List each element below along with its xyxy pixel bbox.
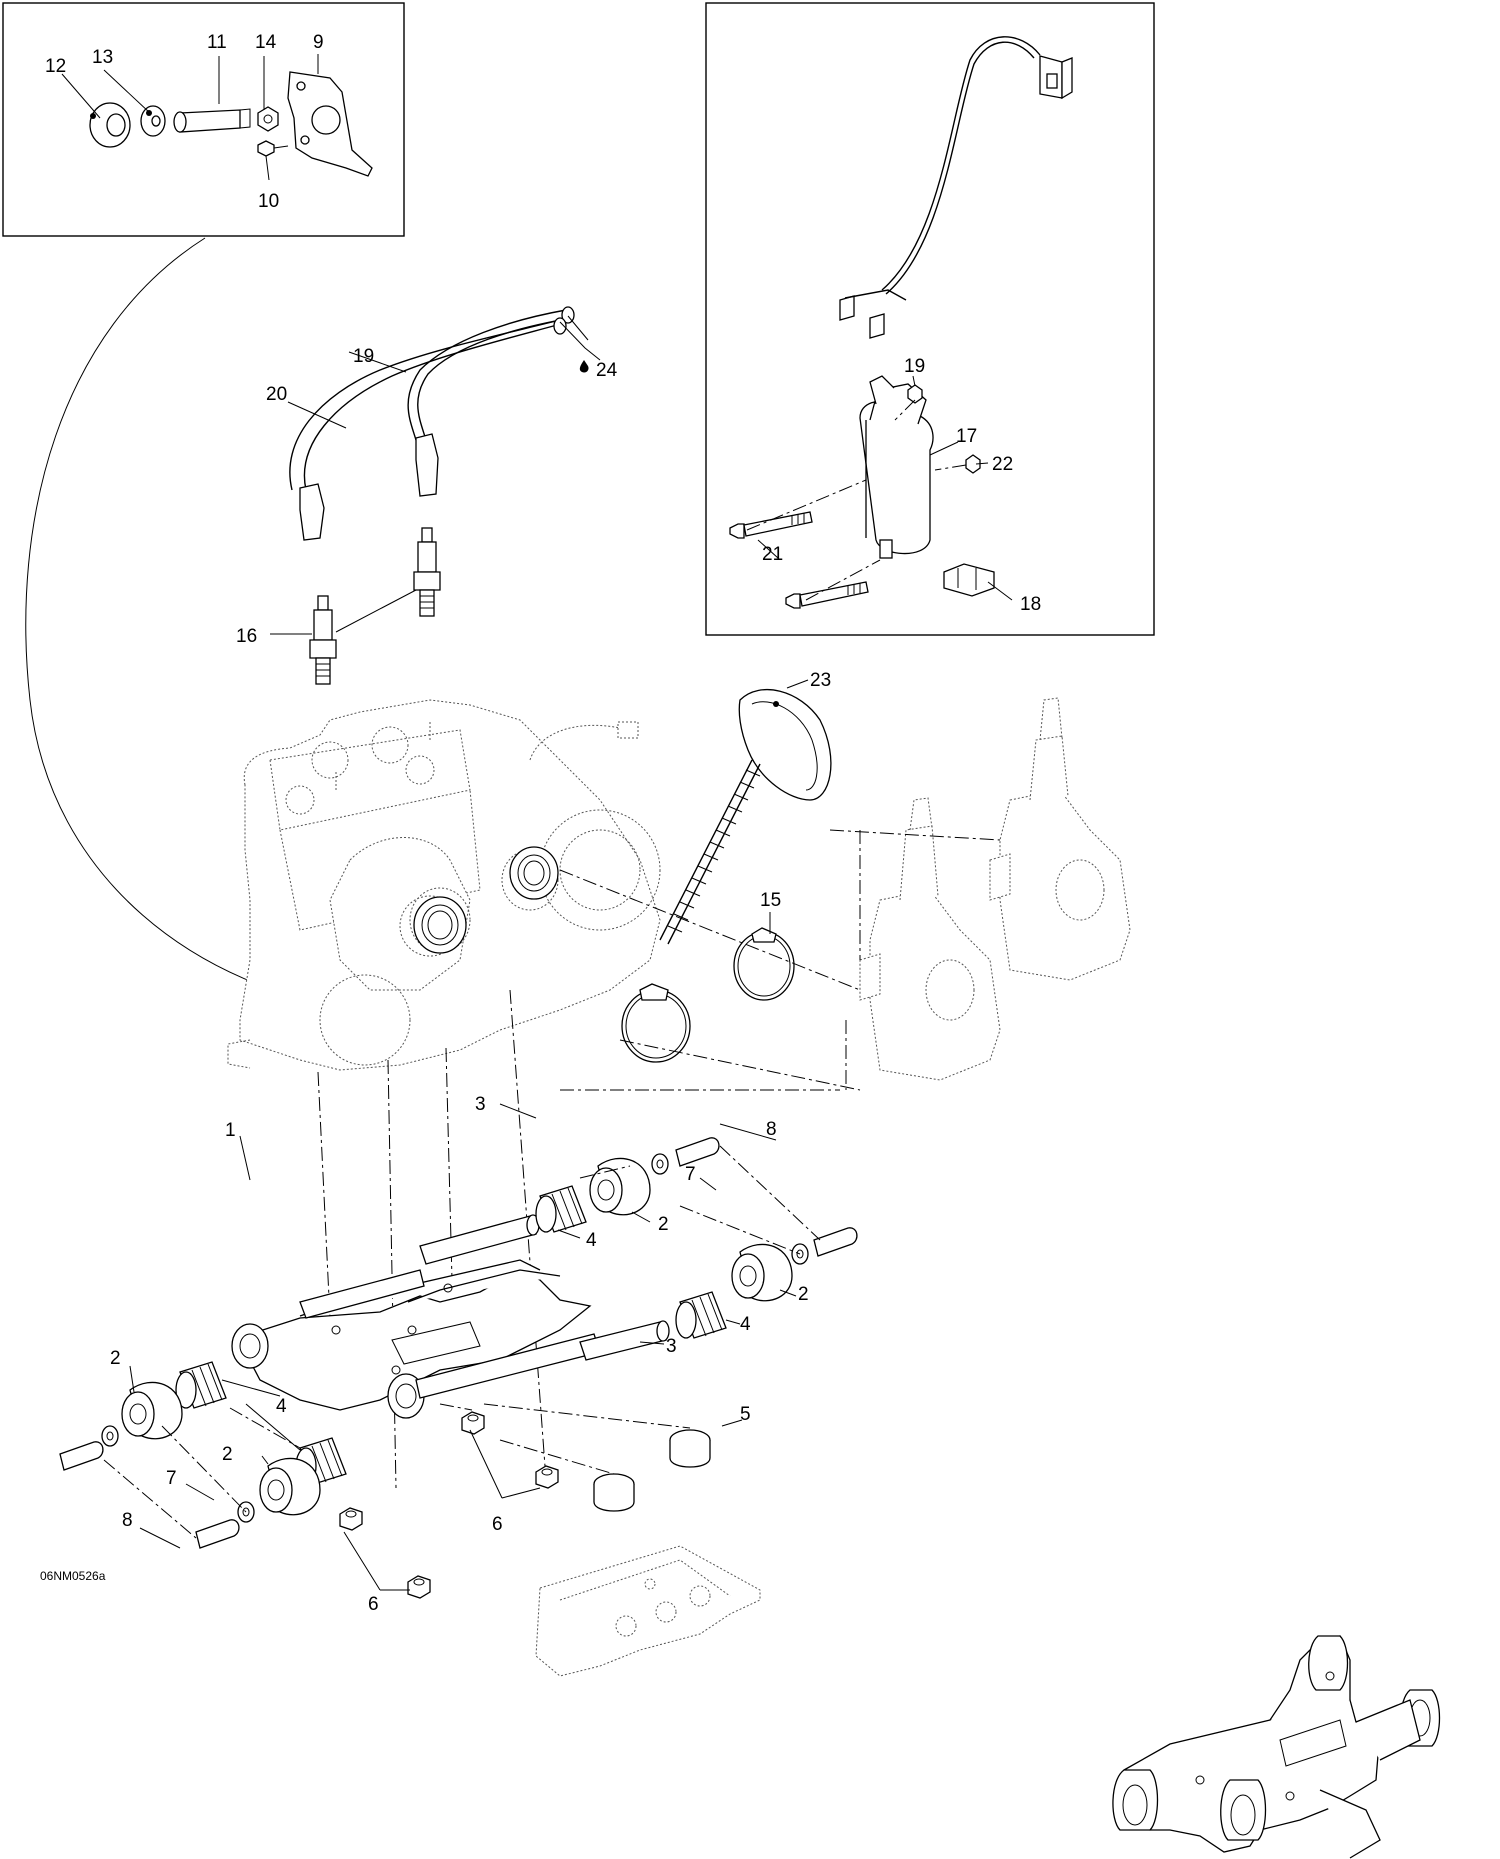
carburetor-left-ghost [859,797,1001,1081]
part-14-nut [257,106,279,132]
drawing-code: 06NM0526a [40,1569,106,1583]
part-16-spark-plug-right [413,527,441,617]
callout-22: 22 [992,454,1013,475]
callout-7-upper: 7 [685,1164,696,1185]
callout-21: 21 [762,544,783,565]
callout-24: 24 [596,360,618,381]
intake-manifold-right [509,846,559,900]
callout-8-lower: 8 [122,1510,133,1531]
part-6-nut-2 [535,1465,559,1489]
callout-18: 18 [1020,594,1041,615]
callout-3-upper: 3 [475,1094,486,1115]
part-20-ignition-wires [289,306,575,541]
callout-2-right: 2 [798,1284,809,1305]
callout-16: 16 [236,626,257,647]
part-18-clip [943,563,995,597]
part-12-cap [89,102,131,148]
callout-8-upper: 8 [766,1119,777,1140]
part-6-nut-3 [339,1507,363,1531]
callout-3-lower: 3 [666,1336,677,1357]
callout-20: 20 [266,384,287,405]
part-4-bushing-upper [535,1185,587,1233]
part-7-washer-upper [651,1153,669,1175]
part-8-bolt-left [59,1441,104,1471]
callout-15: 15 [760,890,781,911]
callout-4-left: 4 [276,1396,287,1417]
callout-4-upper: 4 [586,1230,597,1251]
assembled-mount-bracket-thumbnail [1112,1635,1441,1859]
callout-9: 9 [313,32,324,53]
part-6-nut-4 [407,1575,431,1599]
part-3-shaft-lower [579,1320,670,1361]
part-5-stopper-left [593,1473,635,1512]
callout-13: 13 [92,47,113,68]
callout-2-lower: 2 [222,1444,233,1465]
part-1-engine-mount [231,1259,601,1419]
callout-17: 17 [956,426,977,447]
part-2-mount-left [121,1381,183,1440]
part-9-plate [287,71,373,177]
part-4-bushing-right [675,1291,727,1339]
intake-manifold-left [413,896,467,954]
part-15-clamp-lower [621,983,691,1063]
inset-box-ignition-coil: 19 17 22 21 18 [705,2,1155,636]
part-8-bolt-right [813,1227,858,1257]
callout-19-wire: 19 [353,346,374,367]
callout-1: 1 [225,1120,236,1141]
part-11-sleeve [173,108,251,133]
part-21-bolt-lower [785,581,869,609]
callout-7-lower: 7 [166,1468,177,1489]
callout-19-coil: 19 [904,356,925,377]
callout-23: 23 [810,670,831,691]
callout-6-right: 6 [492,1514,503,1535]
callout-14: 14 [255,32,277,53]
part-10-screw [257,140,289,157]
part-2-mount-lower [259,1457,321,1516]
inset-connection-arc [25,237,361,1011]
part-5-stopper-right [669,1429,711,1468]
part-8-bolt-lower [195,1519,240,1549]
part-6-nut-1 [461,1411,485,1435]
callout-4-right: 4 [740,1314,751,1335]
callout-2-upper: 2 [658,1214,669,1235]
inset-box-motor-mount-hardware: 12 13 11 14 9 10 [2,2,405,237]
part-3-shaft-upper [419,1214,540,1265]
part-7-washer-left [101,1425,119,1447]
lower-support-plate-ghost [535,1545,761,1677]
callout-2-left: 2 [110,1348,121,1369]
part-8-bolt-upper [675,1137,720,1167]
part-2-mount-upper [589,1157,651,1216]
callout-10: 10 [258,191,279,212]
callout-6-lower: 6 [368,1594,379,1615]
engine-ghost-outline [227,699,661,1071]
part-21-bolt-upper [729,511,813,539]
part-22-nut [965,454,981,474]
callout-5: 5 [740,1404,751,1425]
callout-12: 12 [45,56,66,77]
carburetor-right-ghost [989,697,1131,981]
part-16-spark-plug-left [309,595,337,685]
part-2-mount-right [731,1243,793,1302]
part-15-clamp-upper [733,927,795,1001]
callout-11: 11 [207,32,227,53]
part-4-bushing-left [175,1361,227,1409]
part-23-strap: 23 [659,670,832,945]
part-13-washer [140,105,166,137]
part-17-coil-harness [839,36,1073,559]
